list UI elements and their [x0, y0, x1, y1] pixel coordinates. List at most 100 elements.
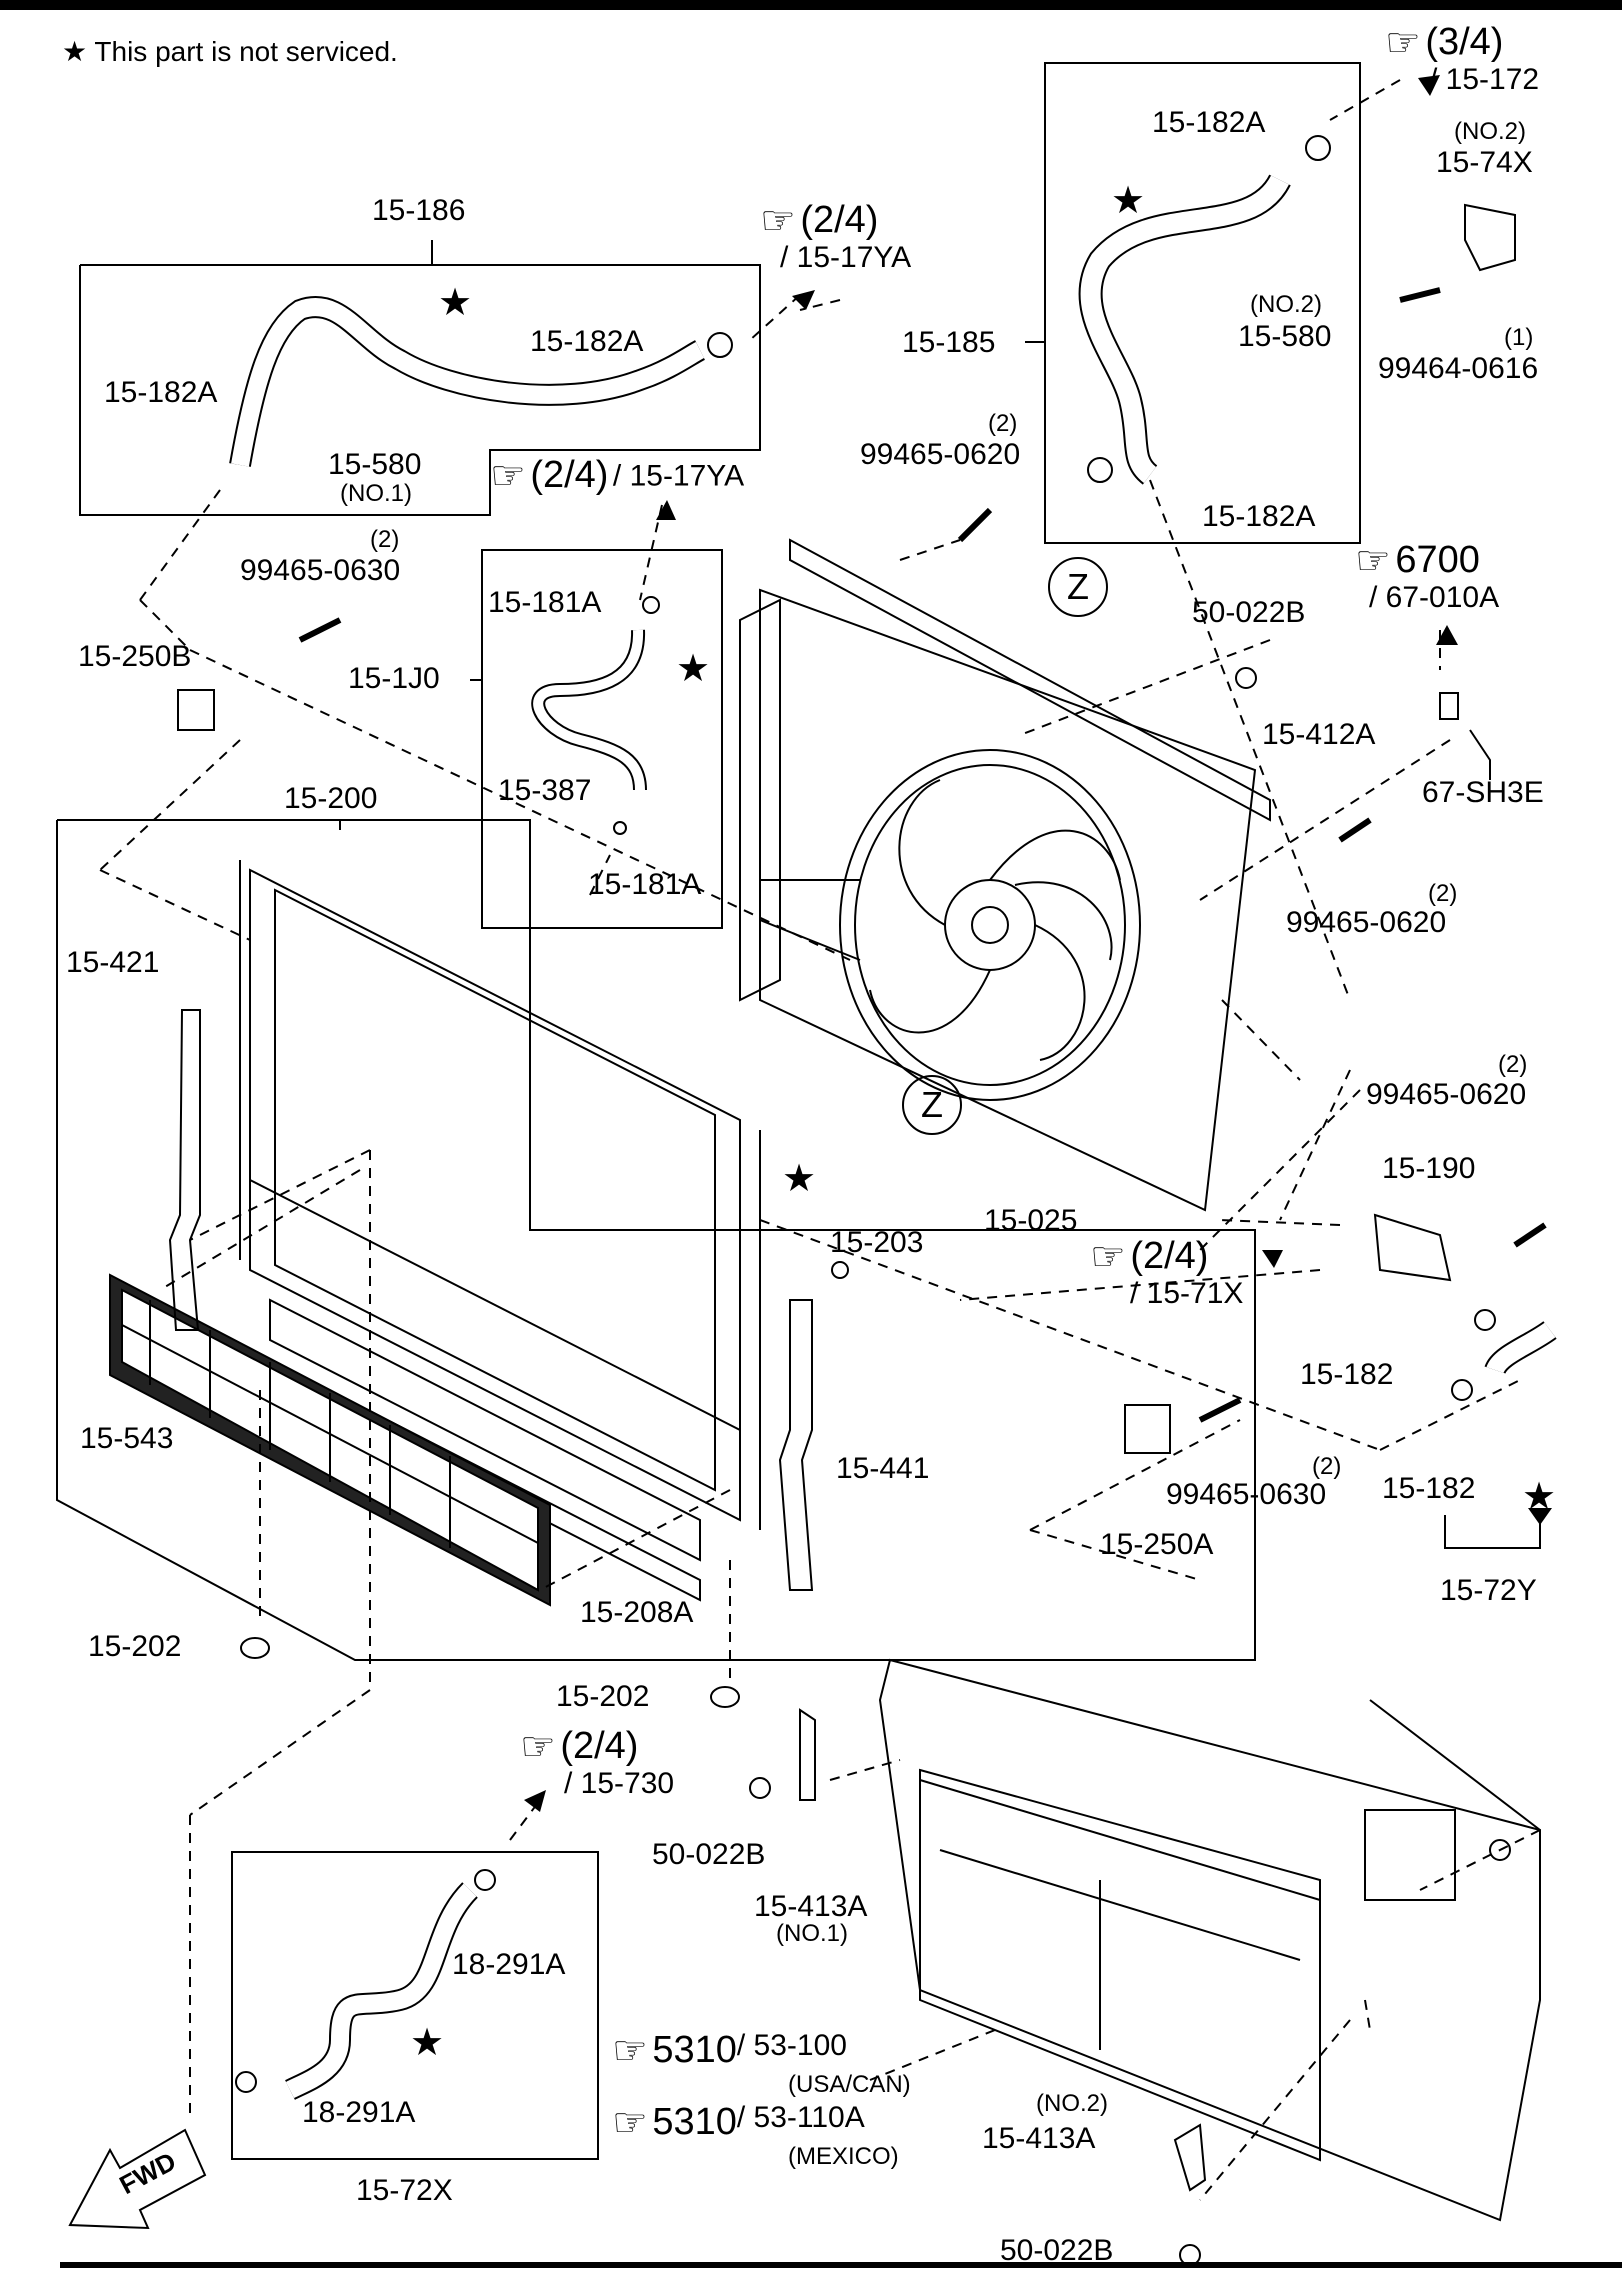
- ref-2-4-15-730[interactable]: ☞ (2/4) / 15-730: [520, 1725, 675, 1800]
- part-label[interactable]: 15-580: [1238, 320, 1332, 353]
- part-label[interactable]: 15-208A: [580, 1596, 694, 1629]
- ref-2-4-15-17YA[interactable]: ☞ (2/4) / 15-17YA: [760, 199, 912, 274]
- part-label[interactable]: 15-182: [1382, 1472, 1476, 1505]
- part-label[interactable]: 15-413A: [754, 1890, 868, 1923]
- quantity: (2): [1428, 880, 1458, 907]
- part-label[interactable]: 50-022B: [1192, 596, 1306, 629]
- leader-67-SH3E: [1469, 729, 1491, 780]
- part-label[interactable]: 15-412A: [1262, 718, 1376, 751]
- part-label[interactable]: 15-182A: [530, 325, 644, 358]
- legend-text: This part is not serviced.: [94, 36, 398, 67]
- quantity: (2): [988, 410, 1018, 437]
- legend: ★ This part is not serviced.: [62, 38, 398, 66]
- part-label[interactable]: 15-190: [1382, 1152, 1476, 1185]
- part-label[interactable]: 15-72Y: [1440, 1574, 1537, 1607]
- part-label[interactable]: 99465-0630: [240, 554, 401, 587]
- star-icon: ★: [1111, 180, 1146, 222]
- part-label[interactable]: 15-543: [80, 1422, 174, 1455]
- part-label[interactable]: 15-580: [328, 448, 422, 481]
- part-label[interactable]: 15-202: [88, 1630, 182, 1663]
- part-label[interactable]: 15-441: [836, 1452, 930, 1485]
- part-label[interactable]: 99465-0620: [1286, 906, 1447, 939]
- pointing-hand-icon: ☞: [520, 1725, 556, 1769]
- quantity: (2): [1312, 1453, 1342, 1480]
- part-label[interactable]: 15-250A: [1100, 1528, 1214, 1561]
- dashed-connection-lines: [99, 79, 1541, 2201]
- star-icon: ★: [676, 648, 711, 690]
- part-label[interactable]: 15-025: [984, 1204, 1078, 1237]
- part-label[interactable]: 15-200: [284, 782, 378, 815]
- pointing-hand-icon: ☞: [1090, 1235, 1126, 1279]
- ref-2-4-15-17YA-b[interactable]: ☞ (2/4) / 15-17YA: [490, 454, 745, 498]
- part-label[interactable]: 15-250B: [78, 640, 192, 673]
- part-label[interactable]: 15-182A: [1152, 106, 1266, 139]
- part-label[interactable]: 99464-0616: [1378, 352, 1539, 385]
- zone-marker: Z: [1048, 557, 1108, 617]
- part-label[interactable]: 15-387: [498, 774, 592, 807]
- small-parts: [177, 135, 1547, 2266]
- star-icon: ★: [1522, 1476, 1557, 1518]
- part-label[interactable]: 99465-0620: [1366, 1078, 1527, 1111]
- bracket-15-421: [168, 1009, 201, 1331]
- part-label[interactable]: 15-181A: [588, 868, 702, 901]
- part-label[interactable]: 15-421: [66, 946, 160, 979]
- part-label[interactable]: 15-74X: [1436, 146, 1533, 179]
- part-note: (NO.2): [1250, 291, 1322, 318]
- part-label[interactable]: 99465-0620: [860, 438, 1021, 471]
- box-15-186: [79, 264, 761, 516]
- part-label[interactable]: 15-182A: [104, 376, 218, 409]
- part-label[interactable]: 18-291A: [302, 2096, 416, 2129]
- part-label[interactable]: 50-022B: [1000, 2234, 1114, 2267]
- box-15-72X: [231, 1851, 599, 2160]
- ref-5310-53-100[interactable]: ☞ 5310/ 53-100 (USA/CAN): [612, 2029, 911, 2098]
- arrows: [524, 75, 1552, 1812]
- part-label[interactable]: 15-413A: [982, 2122, 1096, 2155]
- pointing-hand-icon: ☞: [1385, 21, 1421, 65]
- bottom-rule: [60, 2262, 1622, 2268]
- part-label[interactable]: 18-291A: [452, 1948, 566, 1981]
- grille-15-543: [109, 1273, 551, 1607]
- box-15-200: [56, 819, 1256, 1661]
- pointing-hand-icon: ☞: [490, 454, 526, 498]
- fan-shroud-assembly: [739, 538, 1271, 1212]
- part-note: (NO.2): [1454, 118, 1526, 145]
- part-note: (NO.1): [776, 1920, 848, 1947]
- ref-6700-67-010A[interactable]: ☞ 6700 / 67-010A: [1355, 539, 1500, 614]
- top-rule: [0, 0, 1622, 10]
- part-label[interactable]: 15-203: [830, 1226, 924, 1259]
- star-icon: ★: [438, 282, 473, 324]
- ref-3-4-15-172[interactable]: ☞ (3/4) / 15-172: [1385, 21, 1540, 96]
- box-15-1J0: [481, 549, 723, 929]
- part-label[interactable]: 15-1J0: [348, 662, 440, 695]
- pointing-hand-icon: ☞: [760, 199, 796, 243]
- part-note: (NO.1): [340, 480, 412, 507]
- star-icon: ★: [782, 1158, 817, 1200]
- part-label[interactable]: 15-181A: [488, 586, 602, 619]
- ref-5310-53-110A[interactable]: ☞ 5310/ 53-110A (MEXICO): [612, 2101, 899, 2170]
- pointing-hand-icon: ☞: [1355, 539, 1391, 583]
- leader-15-72Y: [1444, 1515, 1541, 1549]
- ref-2-4-15-71X[interactable]: ☞ (2/4) / 15-71X: [1090, 1235, 1244, 1310]
- part-label[interactable]: 15-182A: [1202, 500, 1316, 533]
- part-label[interactable]: 99465-0630: [1166, 1478, 1327, 1511]
- quantity: (1): [1504, 324, 1534, 351]
- part-label[interactable]: 15-186: [372, 194, 466, 227]
- part-label[interactable]: 15-185: [902, 326, 996, 359]
- part-label[interactable]: 50-022B: [652, 1838, 766, 1871]
- pointing-hand-icon: ☞: [612, 2029, 648, 2073]
- part-label[interactable]: 67-SH3E: [1422, 776, 1544, 809]
- quantity: (2): [1498, 1051, 1528, 1078]
- star-icon: ★: [62, 36, 88, 67]
- part-label[interactable]: 15-202: [556, 1680, 650, 1713]
- part-note: (NO.2): [1036, 2090, 1108, 2117]
- part-label[interactable]: 15-182: [1300, 1358, 1394, 1391]
- quantity: (2): [370, 526, 400, 553]
- star-icon: ★: [410, 2022, 445, 2064]
- bracket-15-441: [778, 1299, 814, 1591]
- hose-15-1J0: [531, 629, 647, 791]
- pointing-hand-icon: ☞: [612, 2101, 648, 2145]
- fwd-arrow-shape: [68, 2128, 207, 2230]
- part-label[interactable]: 15-72X: [356, 2174, 453, 2207]
